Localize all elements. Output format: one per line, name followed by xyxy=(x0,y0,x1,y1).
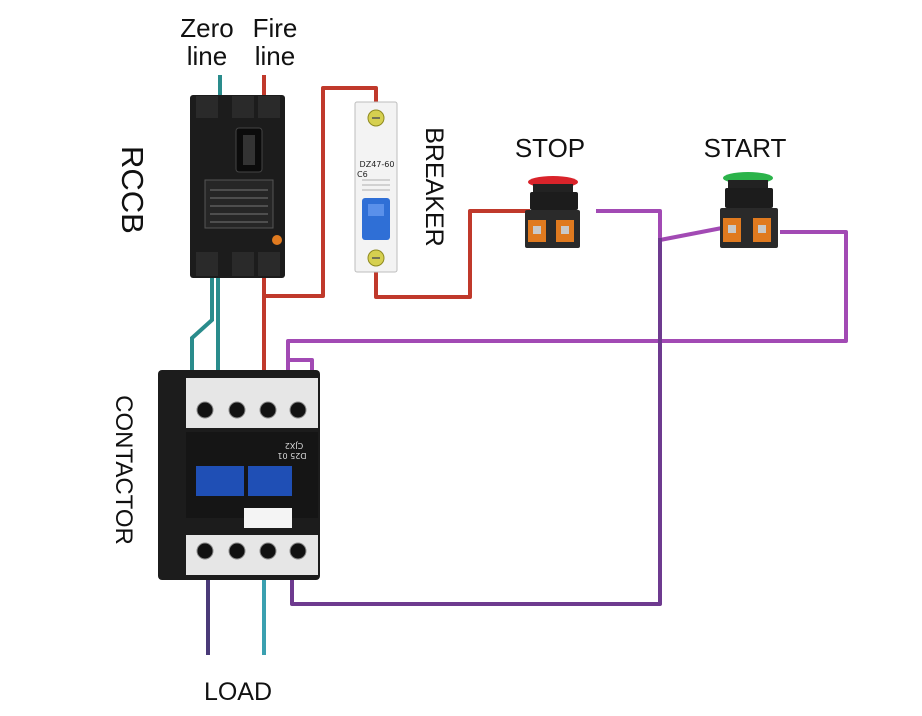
self-hold-wire xyxy=(290,238,662,606)
contactor-device xyxy=(158,370,320,580)
zero-line-label: Zero line xyxy=(172,14,242,70)
breaker-to-stop-wire xyxy=(374,209,530,299)
stop-label: STOP xyxy=(514,133,586,163)
stop-to-start-wire xyxy=(596,209,723,242)
contactor-series-text: D25 01 xyxy=(277,451,307,460)
rccb-label: RCCB xyxy=(115,146,150,234)
start-label: START xyxy=(703,133,787,163)
start-button-device xyxy=(720,172,778,248)
rccb-device xyxy=(190,95,285,278)
contactor-model-text: CJX2 xyxy=(284,441,304,450)
start-to-contactor-wire xyxy=(286,230,848,408)
breaker-model-text: DZ47-60 xyxy=(359,160,395,169)
contactor-label: CONTACTOR xyxy=(110,395,137,545)
stop-button-device xyxy=(525,176,580,248)
load-label: LOAD xyxy=(203,678,273,706)
breaker-rating-text: C6 xyxy=(357,170,368,179)
breaker-device xyxy=(354,101,398,273)
zero-line-label-2: line xyxy=(186,41,228,71)
fire-line-label: Fire line xyxy=(243,14,307,70)
zero-line-label-1: Zero xyxy=(180,13,234,43)
breaker-label: BREAKER xyxy=(420,127,448,247)
fire-line-label-2: line xyxy=(254,41,296,71)
fire-line-label-1: Fire xyxy=(252,13,298,43)
